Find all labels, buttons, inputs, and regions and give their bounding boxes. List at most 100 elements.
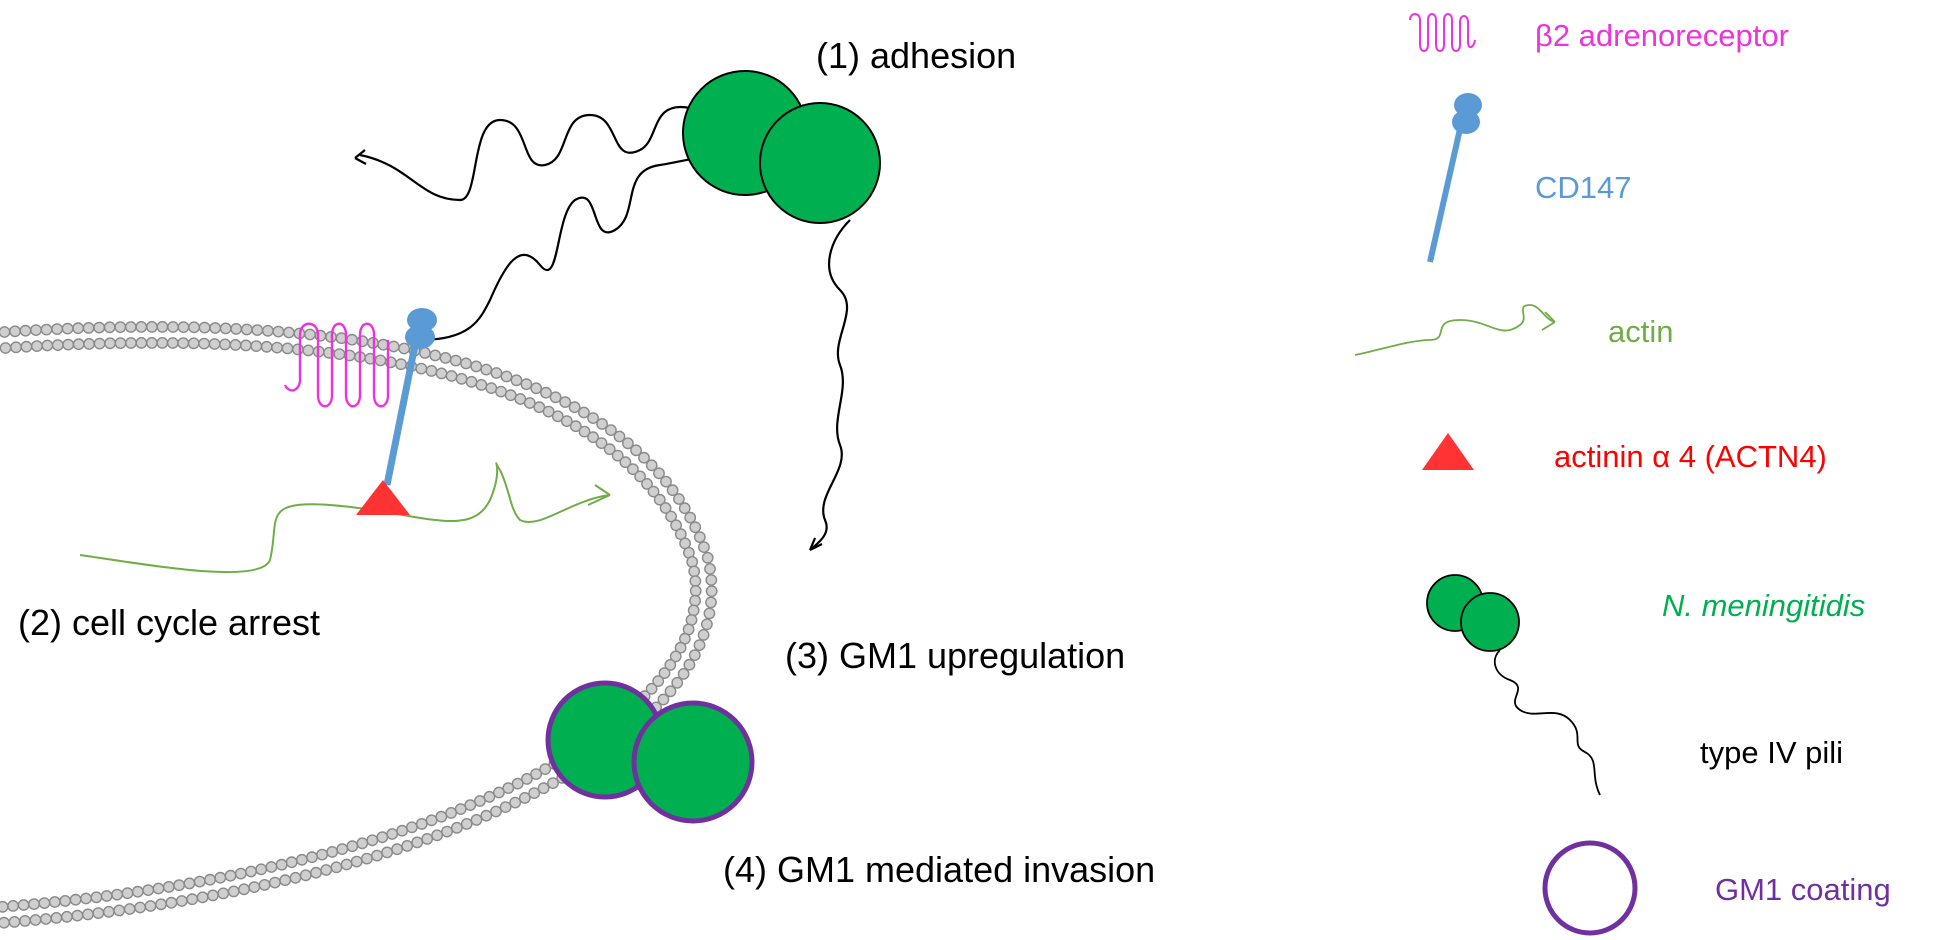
lipid-bead xyxy=(521,773,533,785)
lipid-bead xyxy=(396,824,408,837)
legend-actn4-icon xyxy=(1422,433,1474,470)
lipid-bead xyxy=(8,916,21,928)
lipid-bead xyxy=(219,338,231,351)
lipid-bead xyxy=(19,324,32,337)
lipid-bead xyxy=(674,641,687,654)
lipid-bead xyxy=(152,882,165,895)
lipid-bead xyxy=(131,885,144,898)
lipid-bead xyxy=(698,541,710,553)
lipid-bead xyxy=(518,792,531,804)
lipid-bead xyxy=(356,837,369,850)
lipid-bead xyxy=(387,340,400,353)
lipid-bead xyxy=(693,531,706,543)
lipid-bead xyxy=(204,873,216,886)
lipid-bead xyxy=(295,853,308,866)
lipid-bead xyxy=(208,338,221,350)
lipid-bead xyxy=(144,900,157,912)
lipid-bead xyxy=(272,325,285,338)
lipid-bead xyxy=(62,338,75,351)
lipid-bead xyxy=(701,618,713,631)
lipid-bead xyxy=(415,818,428,830)
lipid-bead xyxy=(299,869,312,882)
lipid-bead xyxy=(425,364,438,377)
lipid-bead xyxy=(61,322,74,335)
lipid-bead xyxy=(450,821,463,834)
lipid-bead xyxy=(653,467,665,480)
lipid-bead xyxy=(568,401,581,414)
lipid-bead xyxy=(145,320,158,333)
lipid-bead xyxy=(587,431,599,444)
lipid-bead xyxy=(657,693,670,706)
lipid-bead xyxy=(61,910,73,923)
lipid-bead xyxy=(559,396,572,408)
lipid-bead xyxy=(48,896,61,908)
lipid-bead xyxy=(510,374,523,387)
lipid-bead xyxy=(20,340,33,353)
lipid-bead xyxy=(578,425,591,438)
lipid-bead xyxy=(704,563,716,575)
lipid-bead xyxy=(511,777,524,790)
lipid-bead xyxy=(186,893,199,906)
lipid-bead xyxy=(460,357,472,370)
lipid-bead xyxy=(431,829,443,842)
lipid-bead xyxy=(183,877,196,890)
lipid-bead xyxy=(90,891,103,904)
lipid-bead xyxy=(261,324,274,337)
legend-type-iv-pili-label: type IV pili xyxy=(1700,735,1844,770)
lipid-bead xyxy=(289,871,302,884)
b2-adrenoreceptor-icon xyxy=(283,322,390,408)
lipid-bead xyxy=(677,668,690,680)
lipid-bead xyxy=(229,338,242,351)
lipid-bead xyxy=(9,325,21,338)
lipid-bead xyxy=(542,405,555,418)
lipid-bead xyxy=(455,372,468,385)
lipid-bead xyxy=(156,336,169,349)
lipid-bead xyxy=(51,323,63,335)
lipid-bead xyxy=(595,437,608,449)
lipid-bead xyxy=(72,322,85,335)
lipid-bead xyxy=(689,575,702,587)
lipid-bead xyxy=(80,892,92,905)
lipid-bead xyxy=(69,893,82,906)
lipid-bead xyxy=(645,682,658,695)
lipid-bead xyxy=(0,916,10,929)
lipid-bead xyxy=(31,340,43,352)
legend-gm1-coating-icon xyxy=(1542,840,1638,936)
lipid-bead xyxy=(251,324,264,336)
lipid-bead xyxy=(320,864,333,876)
lipid-bead xyxy=(504,389,517,402)
lipid-bead xyxy=(666,484,679,497)
lipid-bead xyxy=(100,890,113,902)
lipid-bead xyxy=(326,846,339,858)
lipid-bead xyxy=(483,790,496,803)
lipid-bead xyxy=(173,879,186,892)
lipid-bead xyxy=(224,869,237,882)
lipid-bead xyxy=(537,782,550,795)
lipid-bead xyxy=(230,322,243,335)
lipid-bead xyxy=(7,900,20,912)
legend-gm1-coating-label: GM1 coating xyxy=(1715,872,1891,907)
lipid-bead xyxy=(495,385,507,398)
lipid-bead xyxy=(104,337,117,350)
lipid-bead xyxy=(193,875,206,888)
lipid-bead xyxy=(603,443,616,456)
lipid-bead xyxy=(523,397,536,409)
lipid-bead xyxy=(50,912,63,924)
lipid-bead xyxy=(701,551,714,564)
lipid-bead xyxy=(275,858,288,871)
lipid-bead xyxy=(569,420,582,433)
lipid-bead xyxy=(705,585,718,598)
lipid-bead xyxy=(645,459,658,472)
lipid-bead xyxy=(360,852,373,865)
lipid-bead xyxy=(17,899,30,911)
lipid-bead xyxy=(653,493,666,506)
lipid-bead xyxy=(689,594,701,607)
lipid-bead xyxy=(82,321,95,334)
lipid-bead xyxy=(219,322,232,335)
lipid-bead xyxy=(268,876,281,889)
lipid-bead xyxy=(619,456,632,469)
lipid-bead xyxy=(641,477,653,490)
lipid-bead xyxy=(93,321,106,334)
cell-membrane xyxy=(0,320,718,929)
lipid-bead xyxy=(102,905,115,918)
